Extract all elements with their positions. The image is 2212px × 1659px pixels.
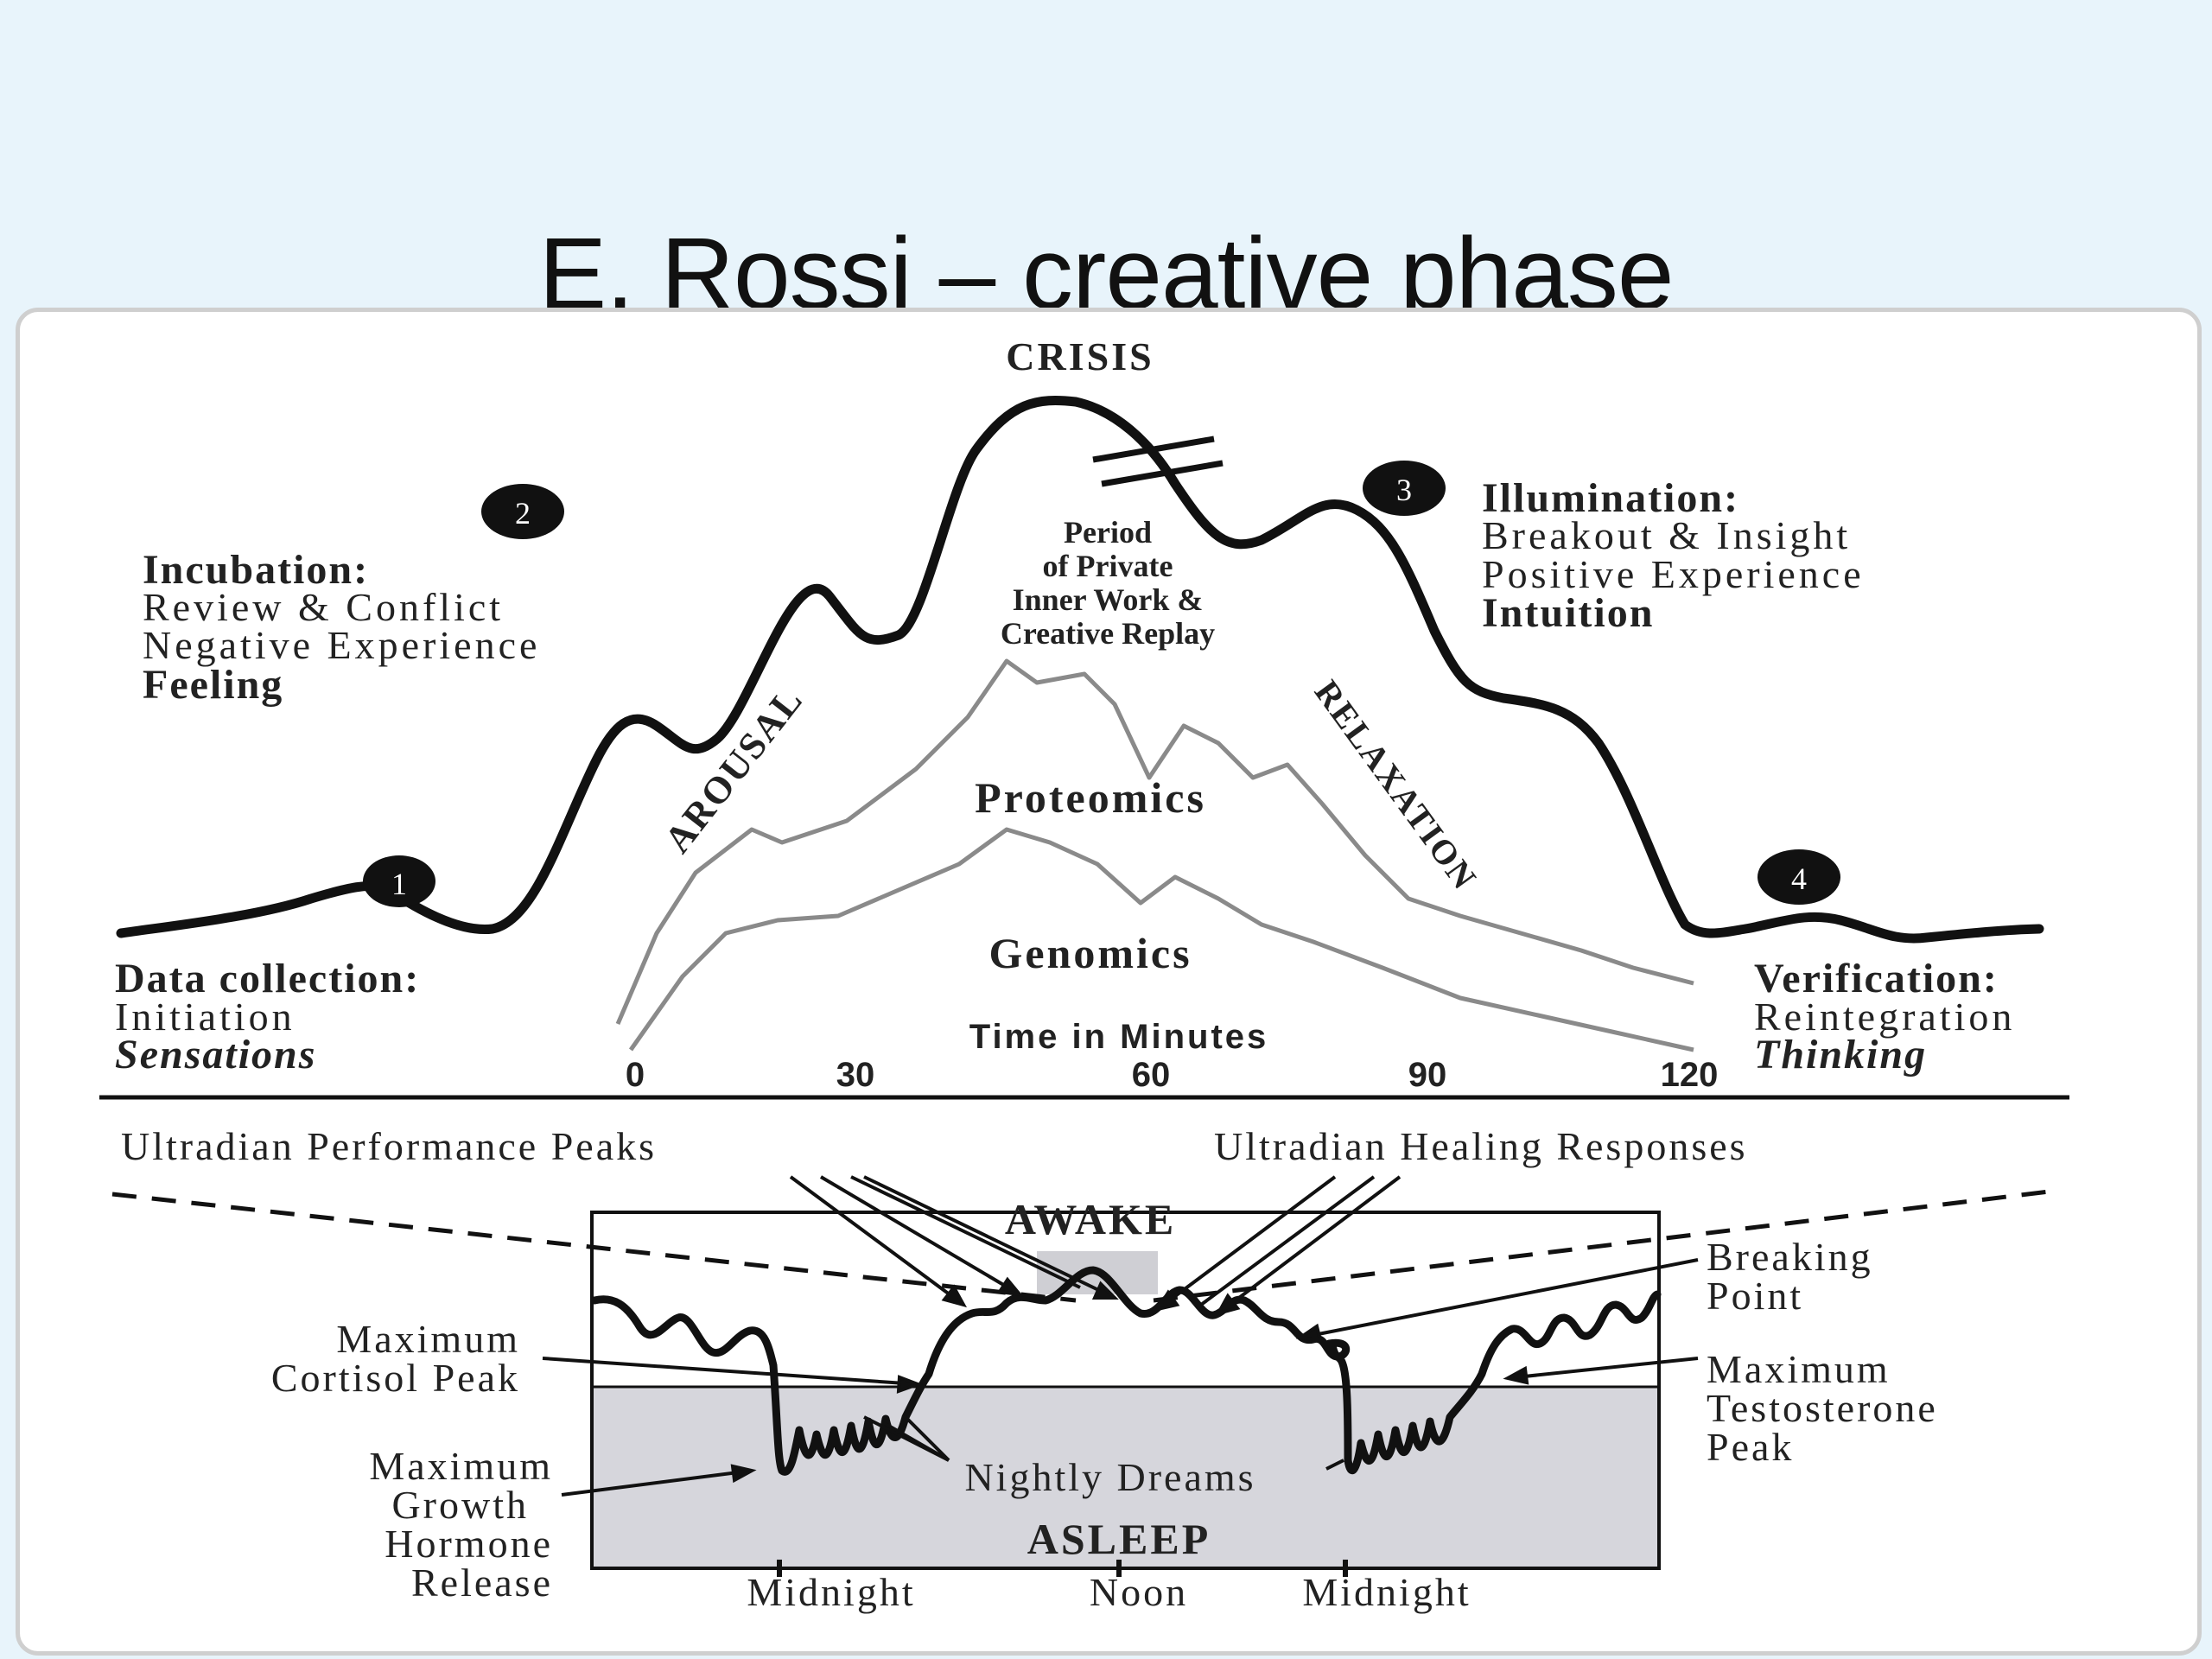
verification-line1: Reintegration <box>1754 995 2015 1039</box>
svg-text:2: 2 <box>515 496 531 531</box>
asleep-band <box>592 1387 1659 1568</box>
phase-badge-1: 1 <box>363 855 435 907</box>
growth-hormone-arrow <box>561 1464 757 1497</box>
private-work-line1: Period <box>1064 515 1152 550</box>
healing-responses-label: Ultradian Healing Responses <box>1214 1124 1748 1168</box>
illumination-line3: Intuition <box>1482 590 1654 636</box>
data-collection-line1: Initiation <box>115 995 296 1039</box>
x-tick-90: 90 <box>1408 1056 1447 1094</box>
nightly-dreams-arrows <box>863 1415 1344 1471</box>
performance-peak-arrows <box>789 1175 1119 1308</box>
phase-badge-4: 4 <box>1758 849 1840 905</box>
data-collection-line2: Sensations <box>115 1032 316 1077</box>
x-tick-0: 0 <box>626 1056 645 1094</box>
breaking-point-arrow <box>1295 1258 1699 1343</box>
x-tick-120: 120 <box>1661 1056 1719 1094</box>
incubation-line1: Review & Conflict <box>143 585 504 629</box>
time-ticks <box>777 1560 1348 1577</box>
breaking-point-line2: Point <box>1707 1274 1803 1318</box>
proteomics-curve <box>615 658 1694 1025</box>
phase-badge-3: 3 <box>1363 461 1446 516</box>
x-axis-title: Time in Minutes <box>969 1018 1269 1056</box>
growth-hormone-line2: Growth <box>391 1483 529 1527</box>
healing-trend-dashed <box>1153 1188 2057 1303</box>
incubation-line3: Feeling <box>143 662 283 708</box>
proteomics-label: Proteomics <box>975 773 1206 822</box>
cortisol-label-line2: Cortisol Peak <box>271 1356 520 1400</box>
verification-title: Verification: <box>1754 956 1999 1001</box>
cortisol-arrow <box>542 1357 923 1394</box>
x-tick-30: 30 <box>836 1056 875 1094</box>
crisis-break-mark-upper <box>1092 435 1215 463</box>
awake-label: AWAKE <box>1005 1195 1176 1243</box>
phase-badge-2: 2 <box>481 484 564 539</box>
time-label-midnight-1: Midnight <box>747 1570 915 1614</box>
testosterone-line3: Peak <box>1707 1425 1794 1469</box>
private-work-line3: Inner Work & <box>1013 582 1204 617</box>
growth-hormone-line1: Maximum <box>369 1444 553 1488</box>
svg-text:1: 1 <box>391 867 407 901</box>
illumination-line2: Positive Experience <box>1482 552 1865 596</box>
awake-asleep-box <box>590 1211 1661 1570</box>
x-tick-60: 60 <box>1132 1056 1171 1094</box>
verification-line2: Thinking <box>1754 1032 1927 1077</box>
illumination-line1: Breakout & Insight <box>1482 513 1851 557</box>
testosterone-line2: Testosterone <box>1707 1386 1938 1430</box>
private-work-line4: Creative Replay <box>1001 616 1215 651</box>
creative-cycle-curve <box>116 396 2044 944</box>
testosterone-arrow <box>1503 1357 1699 1385</box>
private-work-line2: of Private <box>1043 549 1173 583</box>
performance-peaks-label: Ultradian Performance Peaks <box>121 1124 657 1168</box>
incubation-line2: Negative Experience <box>143 623 540 667</box>
svg-text:4: 4 <box>1791 861 1807 896</box>
nightly-dreams-label: Nightly Dreams <box>964 1455 1255 1499</box>
asleep-label: ASLEEP <box>1027 1515 1211 1563</box>
incubation-title: Incubation: <box>143 547 369 593</box>
relaxation-label: RELAXATION <box>1307 673 1485 898</box>
cortisol-label-line1: Maximum <box>336 1317 520 1361</box>
testosterone-line1: Maximum <box>1707 1347 1891 1391</box>
crisis-label: CRISIS <box>1006 334 1154 378</box>
svg-text:3: 3 <box>1396 473 1412 507</box>
genomics-curve <box>628 827 1694 1052</box>
arousal-label: AROUSAL <box>656 678 811 861</box>
illumination-title: Illumination: <box>1482 475 1739 521</box>
growth-hormone-line4: Release <box>411 1560 553 1605</box>
growth-hormone-line3: Hormone <box>385 1522 553 1566</box>
healing-response-arrows <box>1154 1175 1402 1317</box>
crisis-break-mark-lower <box>1101 460 1224 487</box>
genomics-label: Genomics <box>988 929 1192 977</box>
ultradian-rhythm-curve <box>590 1266 1662 1476</box>
time-label-noon: Noon <box>1090 1570 1188 1614</box>
data-collection-title: Data collection: <box>115 956 420 1001</box>
time-label-midnight-2: Midnight <box>1302 1570 1471 1614</box>
performance-trend-dashed <box>111 1192 1077 1303</box>
breaking-point-line1: Breaking <box>1707 1235 1873 1279</box>
